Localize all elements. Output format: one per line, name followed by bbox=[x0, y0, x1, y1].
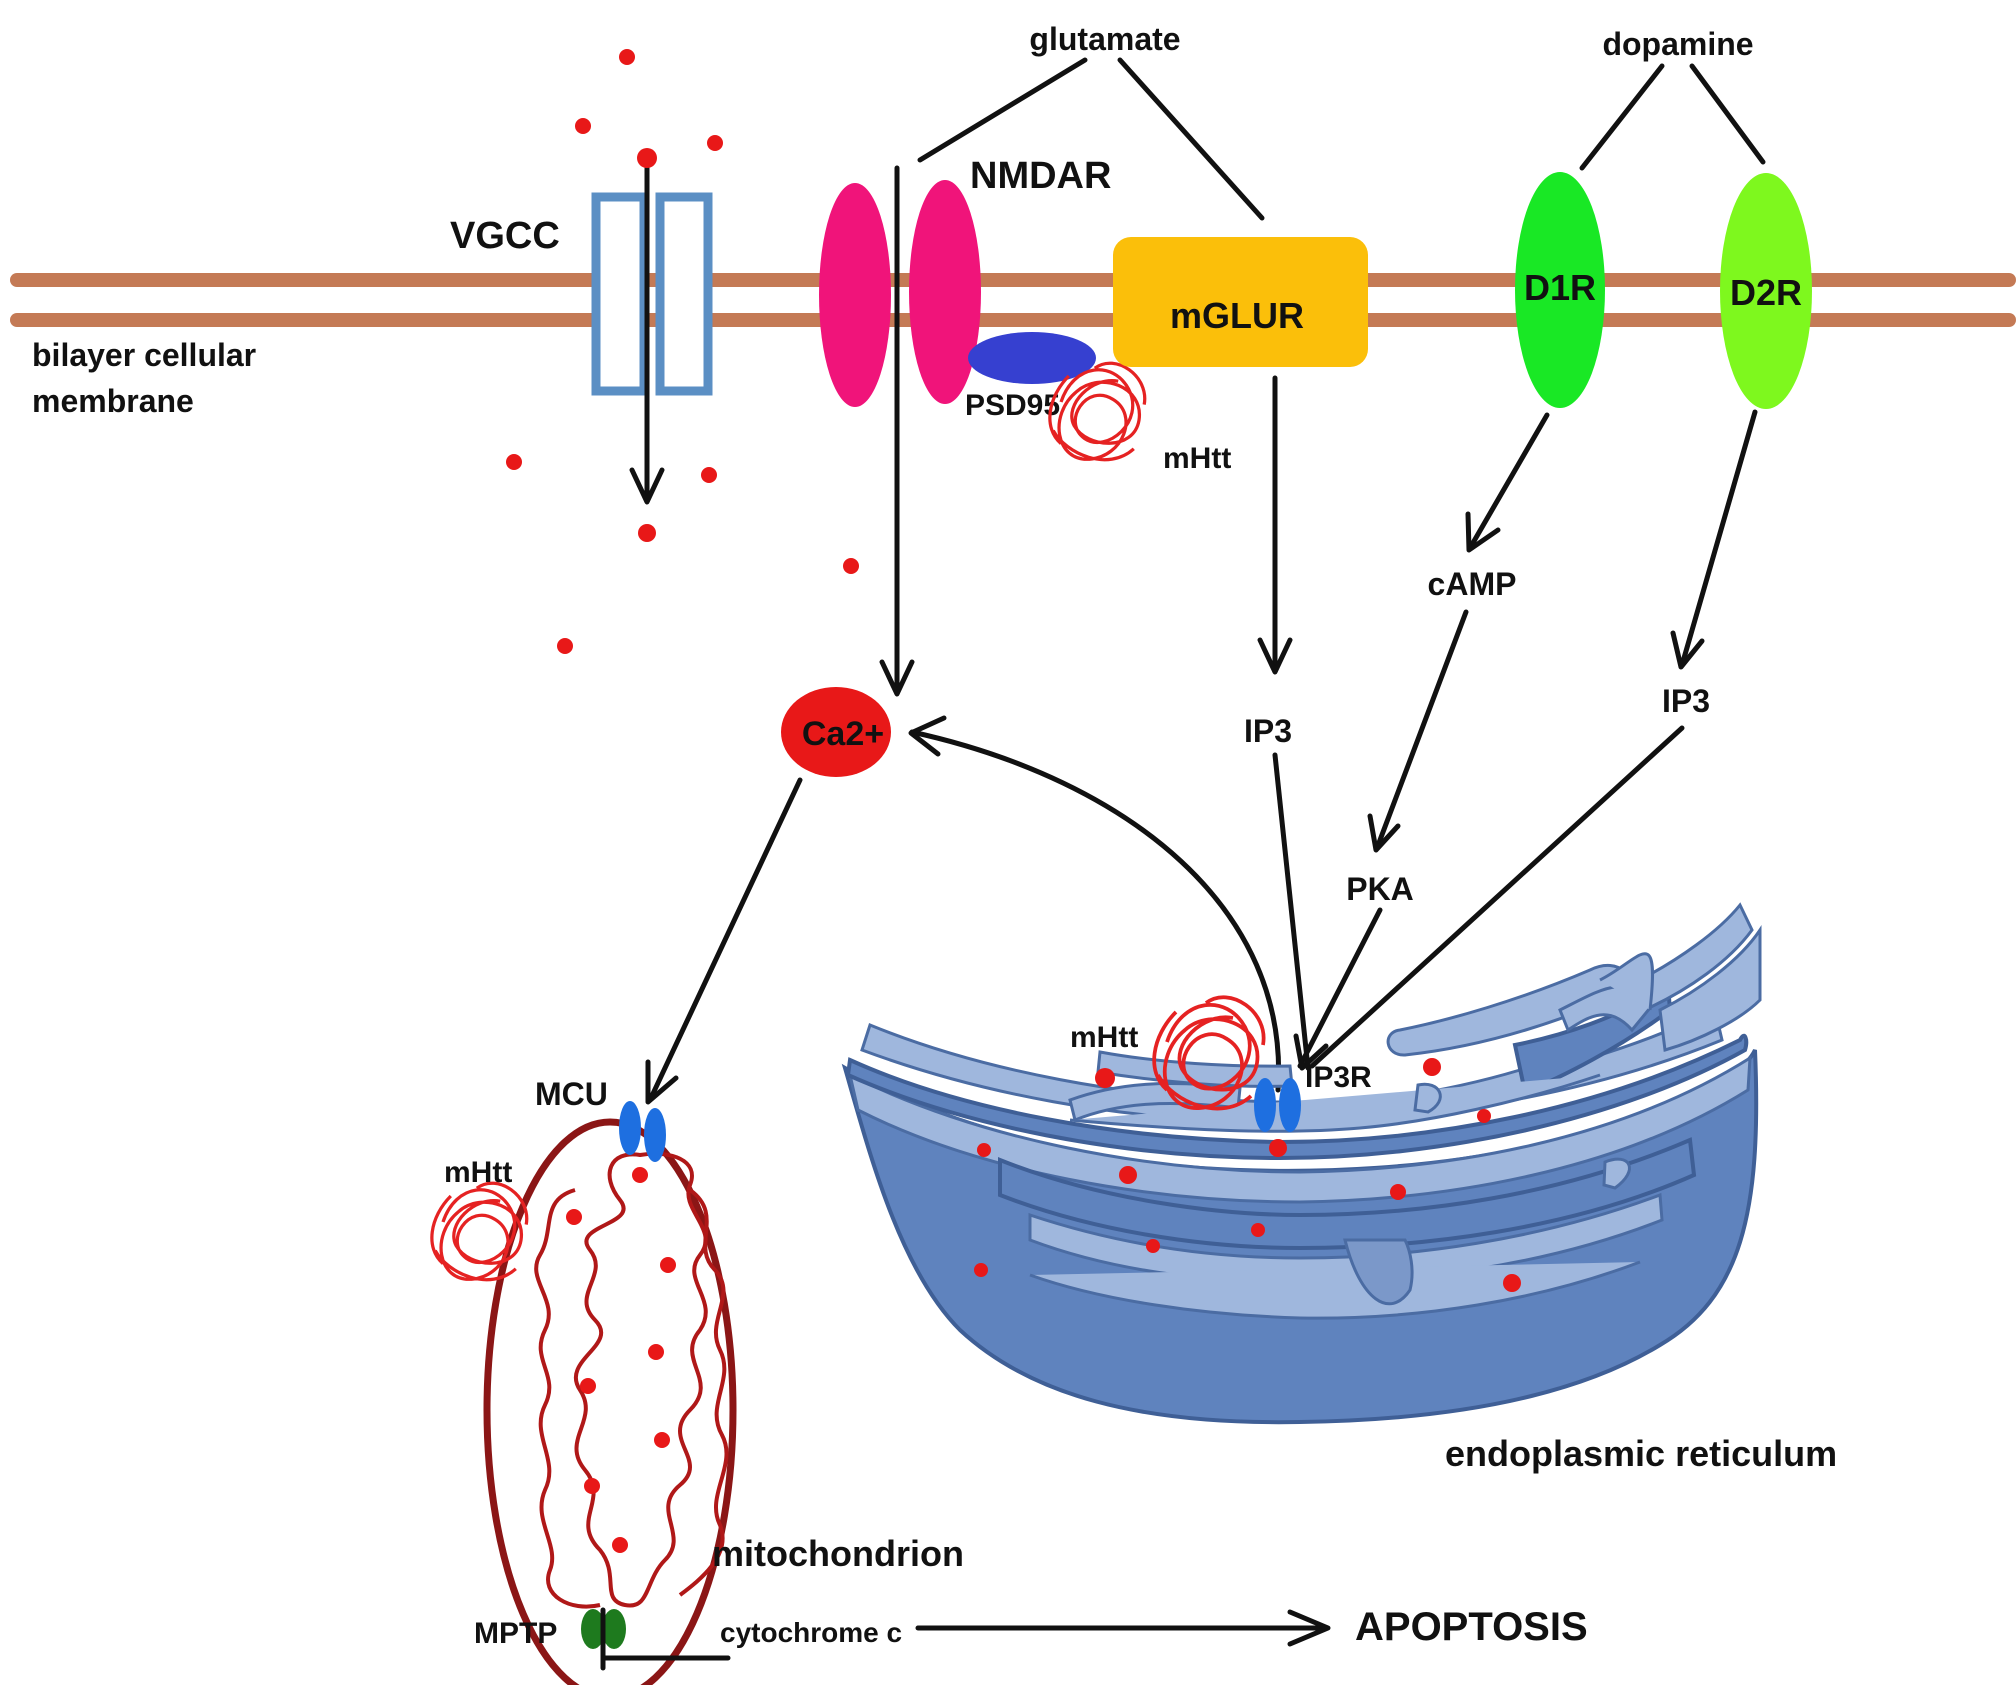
d2r-ip3-to-ip3r-arrow bbox=[1309, 725, 1685, 1069]
d1r-label: D1R bbox=[1524, 267, 1596, 308]
mhtt-label-er: mHtt bbox=[1070, 1021, 1138, 1054]
vgcc-label: VGCC bbox=[450, 215, 560, 257]
pka-to-ip3r-arrow bbox=[1297, 907, 1383, 1069]
nmdar-to-calcium-arrow bbox=[879, 165, 915, 697]
dopamine-label: dopamine bbox=[1602, 26, 1753, 62]
glutamate-binding-lines bbox=[917, 57, 1265, 221]
mitochondrial-calcium-ions bbox=[566, 1167, 676, 1553]
d2r-receptor bbox=[1720, 173, 1812, 409]
membrane-label-line2: membrane bbox=[32, 383, 194, 419]
mcu-channel bbox=[619, 1101, 666, 1162]
d2r-label: D2R bbox=[1730, 272, 1802, 313]
mitochondrion-label: mitochondrion bbox=[712, 1533, 964, 1574]
pka-label: PKA bbox=[1346, 871, 1414, 907]
ip3-label-mglur: IP3 bbox=[1244, 713, 1292, 749]
mglur-to-ip3-arrow bbox=[1257, 375, 1293, 675]
endoplasmic-reticulum bbox=[841, 902, 1762, 1425]
mcu-label: MCU bbox=[535, 1076, 608, 1112]
apoptosis-label: APOPTOSIS bbox=[1355, 1605, 1588, 1649]
vgcc-channel bbox=[591, 192, 713, 396]
mglur-receptor bbox=[1113, 237, 1368, 367]
mptp-label: MPTP bbox=[474, 1617, 557, 1650]
calcium-ions bbox=[506, 49, 859, 654]
membrane-label-line1: bilayer cellular bbox=[32, 337, 256, 373]
nmdar-receptor bbox=[819, 180, 981, 407]
ip3r-channel bbox=[1254, 1078, 1301, 1132]
dopamine-binding-lines bbox=[1579, 63, 1766, 171]
camp-label: cAMP bbox=[1428, 566, 1517, 602]
ip3r-to-calcium-arrow bbox=[908, 715, 1282, 1093]
d2r-to-ip3-arrow bbox=[1670, 409, 1758, 670]
ip3r-label: IP3R bbox=[1305, 1061, 1372, 1094]
er-label: endoplasmic reticulum bbox=[1445, 1433, 1837, 1474]
mglur-label: mGLUR bbox=[1170, 295, 1304, 336]
nmdar-label: NMDAR bbox=[970, 155, 1111, 197]
d1r-receptor bbox=[1515, 172, 1605, 408]
calcium-node bbox=[781, 687, 891, 777]
cytochrome-to-apoptosis-arrow bbox=[915, 1609, 1331, 1647]
mptp-pore bbox=[581, 1609, 626, 1649]
calcium-label: Ca2+ bbox=[802, 715, 884, 753]
glutamate-label: glutamate bbox=[1029, 21, 1180, 57]
cytochrome-release-line bbox=[600, 1607, 731, 1671]
mitochondrial-cristae bbox=[573, 1151, 708, 1608]
ip3-to-ip3r-arrow bbox=[1272, 752, 1311, 1071]
psd95-label: PSD95 bbox=[965, 389, 1060, 422]
cytochrome-c-label: cytochrome c bbox=[720, 1617, 902, 1648]
camp-to-pka-arrow bbox=[1367, 609, 1469, 853]
bilayer-membrane bbox=[10, 273, 2016, 327]
mhtt-label-membrane: mHtt bbox=[1163, 442, 1231, 475]
ip3r-arrowhead bbox=[1293, 1033, 1329, 1071]
calcium-to-mcu-arrow bbox=[645, 777, 803, 1105]
psd95-protein bbox=[968, 332, 1096, 384]
ip3-label-d2r: IP3 bbox=[1662, 683, 1710, 719]
vgcc-calcium-arrow bbox=[629, 157, 665, 505]
er-calcium-ions bbox=[974, 1058, 1521, 1292]
mhtt-label-mito: mHtt bbox=[444, 1156, 512, 1189]
d1r-to-camp-arrow bbox=[1465, 412, 1550, 553]
